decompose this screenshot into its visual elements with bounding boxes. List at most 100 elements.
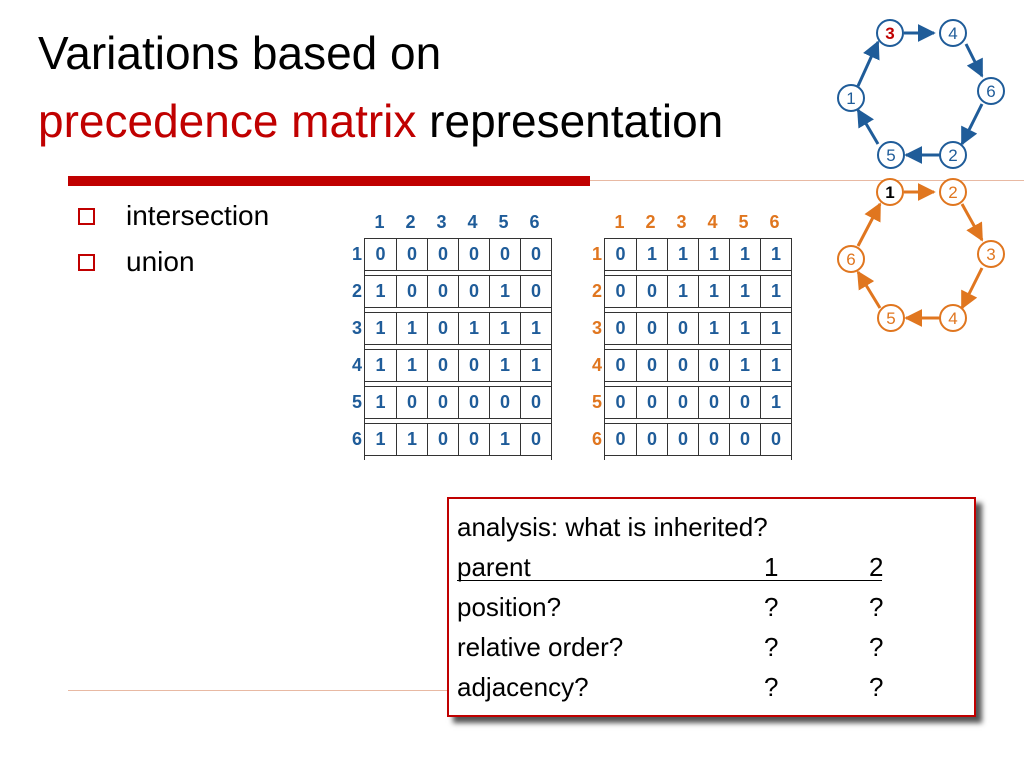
- title-underline-bar: [68, 176, 590, 186]
- matrix-cell: 0: [698, 387, 729, 418]
- matrix-cell: 1: [636, 239, 667, 270]
- matrix-cell: 0: [667, 350, 698, 381]
- matrix-cell: 0: [427, 239, 458, 270]
- analysis-parent2: ?: [869, 632, 884, 662]
- analysis-label: position?: [457, 592, 562, 622]
- graph-node-label: 6: [986, 82, 995, 101]
- matrix-cell: 0: [615, 244, 626, 264]
- matrix-cell: 1: [760, 387, 791, 418]
- slide-title-line1: Variations based on: [38, 27, 442, 79]
- matrix-cell: 0: [615, 318, 626, 338]
- matrix-cell: 1: [375, 281, 386, 301]
- precedence-graphs: 3 4 6 2 5 1 1 2 3 4 5 6: [837, 19, 1005, 332]
- matrix-cell: 0: [375, 244, 386, 264]
- matrix-cell: 0: [396, 239, 427, 270]
- matrix-cell: 1: [396, 350, 427, 381]
- matrix-cell: 1: [375, 355, 386, 375]
- title-rest: representation: [416, 95, 724, 147]
- matrix-cell: 0: [636, 387, 667, 418]
- matrix-cell: 1: [760, 313, 791, 344]
- matrix-row-header: 1: [351, 244, 362, 264]
- analysis-parent2: ?: [869, 672, 884, 702]
- matrix-cell: 1: [698, 313, 729, 344]
- graph-node-label: 2: [948, 146, 957, 165]
- matrix-cell: 0: [489, 239, 520, 270]
- analysis-parent1: ?: [764, 592, 779, 622]
- matrix-cell: 0: [615, 355, 626, 375]
- blue-graph-edges: [856, 24, 984, 164]
- matrix-row-header: 2: [351, 281, 362, 301]
- matrix-cell: 0: [427, 387, 458, 418]
- analysis-row: relative order? ? ?: [449, 627, 969, 667]
- matrix-col-header: 2: [405, 212, 416, 232]
- graph-node-label: 1: [846, 89, 855, 108]
- matrix-cell: 1: [489, 276, 520, 307]
- matrix-col-header: 3: [436, 212, 447, 232]
- matrix-col-header: 6: [529, 212, 540, 232]
- analysis-parent2: ?: [869, 592, 884, 622]
- matrix-cell: 1: [520, 350, 551, 381]
- matrix-cell: 0: [615, 429, 626, 449]
- matrix-col-header: 4: [467, 212, 478, 232]
- matrix-cell: 0: [667, 424, 698, 455]
- analysis-parent1: ?: [764, 632, 779, 662]
- bullet-text: intersection: [126, 200, 270, 231]
- footer-rule: [68, 690, 448, 691]
- matrix-row-header: 4: [591, 355, 602, 375]
- analysis-box: analysis: what is inherited? parent 1 2 …: [447, 497, 976, 717]
- matrix-cell: 0: [427, 276, 458, 307]
- matrix-cell: 0: [760, 424, 791, 455]
- analysis-label: parent: [457, 552, 531, 582]
- matrix-cell: 1: [489, 424, 520, 455]
- matrix-cell: 0: [636, 424, 667, 455]
- analysis-parent1: 1: [764, 552, 779, 582]
- matrix-cell: 0: [667, 313, 698, 344]
- matrix-cell: 0: [458, 350, 489, 381]
- analysis-parent2: 2: [869, 552, 884, 582]
- analysis-parent1: ?: [764, 672, 779, 702]
- matrix-cell: 0: [698, 350, 729, 381]
- matrix-cell: 1: [396, 313, 427, 344]
- matrix-cell: 1: [729, 313, 760, 344]
- matrix-row-header: 3: [351, 318, 362, 338]
- matrix-cell: 1: [760, 239, 791, 270]
- matrix-cell: 0: [729, 387, 760, 418]
- matrix-cell: 0: [489, 387, 520, 418]
- square-bullet-icon: [78, 208, 95, 225]
- matrix-cell: 1: [760, 276, 791, 307]
- matrix-col-header: 2: [645, 212, 656, 232]
- matrix-cell: 1: [698, 239, 729, 270]
- matrix-col-header: 5: [738, 212, 749, 232]
- matrix-cell: 1: [396, 424, 427, 455]
- matrix-row-header: 6: [351, 429, 362, 449]
- matrix-cell: 1: [489, 350, 520, 381]
- analysis-header: analysis: what is inherited?: [457, 512, 768, 542]
- matrix-cell: 1: [375, 429, 386, 449]
- header-underline: [457, 580, 882, 581]
- matrix-cell: 1: [489, 313, 520, 344]
- matrix-cell: 1: [760, 350, 791, 381]
- title-underline-thin: [590, 180, 1024, 181]
- graph-node-label: 4: [948, 24, 957, 43]
- matrix-cell: 1: [375, 318, 386, 338]
- matrix-cell: 1: [729, 276, 760, 307]
- square-bullet-icon: [78, 254, 95, 271]
- matrix-cell: 0: [458, 387, 489, 418]
- graph-node-label: 3: [986, 245, 995, 264]
- matrix-col-header: 6: [769, 212, 780, 232]
- matrix-cell: 1: [667, 276, 698, 307]
- slide-title-line2: precedence matrix representation: [38, 98, 723, 144]
- matrix-cell: 0: [636, 350, 667, 381]
- matrix-cell: 0: [520, 276, 551, 307]
